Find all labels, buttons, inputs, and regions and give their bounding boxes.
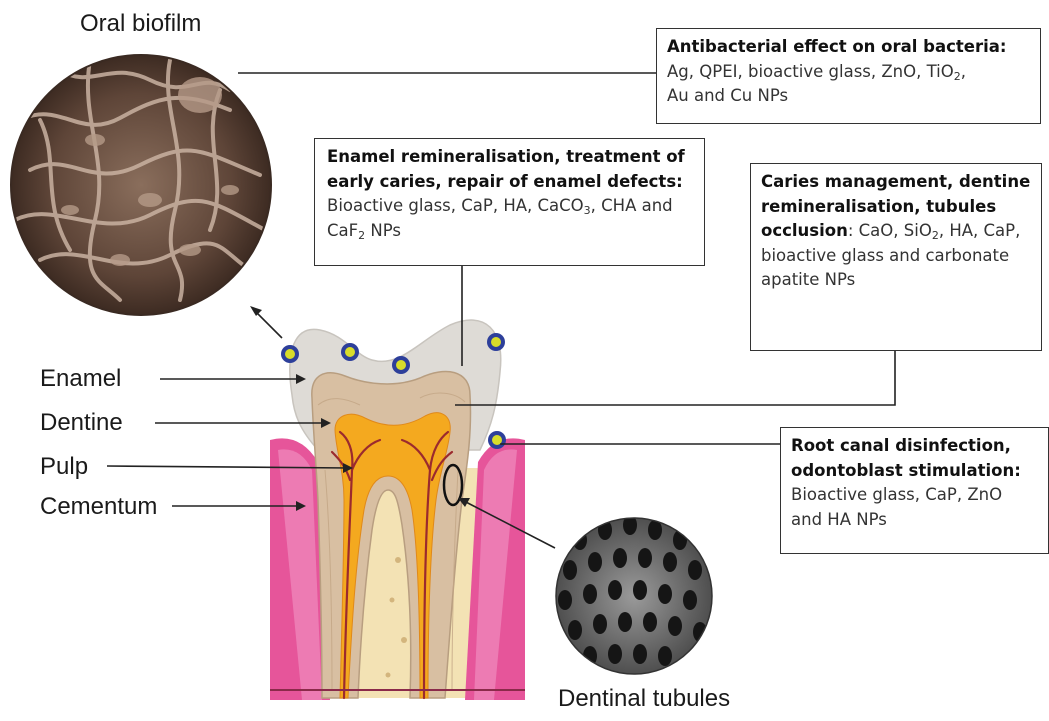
box-antibacterial-title: Antibacterial effect on oral bacteria: bbox=[667, 37, 1007, 56]
oral-biofilm-micrograph bbox=[11, 55, 271, 315]
tooth-illustration bbox=[270, 320, 525, 700]
nanoparticle bbox=[392, 356, 410, 374]
box-root-text: Bioactive glass, CaP, ZnO and HA NPs bbox=[791, 485, 1002, 529]
label-dentine: Dentine bbox=[40, 409, 123, 437]
nanoparticle bbox=[487, 333, 505, 351]
dentinal-tubules-micrograph bbox=[556, 515, 712, 674]
nanoparticle bbox=[341, 343, 359, 361]
label-oral-biofilm: Oral biofilm bbox=[80, 10, 201, 38]
box-enamel-title: Enamel remineralisation, treatment of ea… bbox=[327, 147, 685, 191]
arrow-biofilm bbox=[254, 310, 282, 338]
box-antibacterial: Antibacterial effect on oral bacteria: A… bbox=[656, 28, 1041, 124]
box-enamel: Enamel remineralisation, treatment of ea… bbox=[314, 138, 705, 266]
label-pulp: Pulp bbox=[40, 453, 88, 481]
nanoparticle bbox=[281, 345, 299, 363]
box-caries: Caries management, dentine remineralisat… bbox=[750, 163, 1042, 351]
nanoparticle bbox=[488, 431, 506, 449]
box-root-canal: Root canal disinfection, odontoblast sti… bbox=[780, 427, 1049, 554]
label-enamel: Enamel bbox=[40, 365, 121, 393]
label-cementum: Cementum bbox=[40, 493, 157, 521]
connector-caries bbox=[455, 350, 895, 405]
label-dentinal-tubules: Dentinal tubules bbox=[558, 685, 730, 713]
box-enamel-text: Bioactive glass, CaP, HA, CaCO3, CHA and… bbox=[327, 196, 673, 240]
box-antibacterial-text: Ag, QPEI, bioactive glass, ZnO, TiO2,Au … bbox=[667, 62, 966, 106]
box-root-title: Root canal disinfection, odontoblast sti… bbox=[791, 436, 1021, 480]
